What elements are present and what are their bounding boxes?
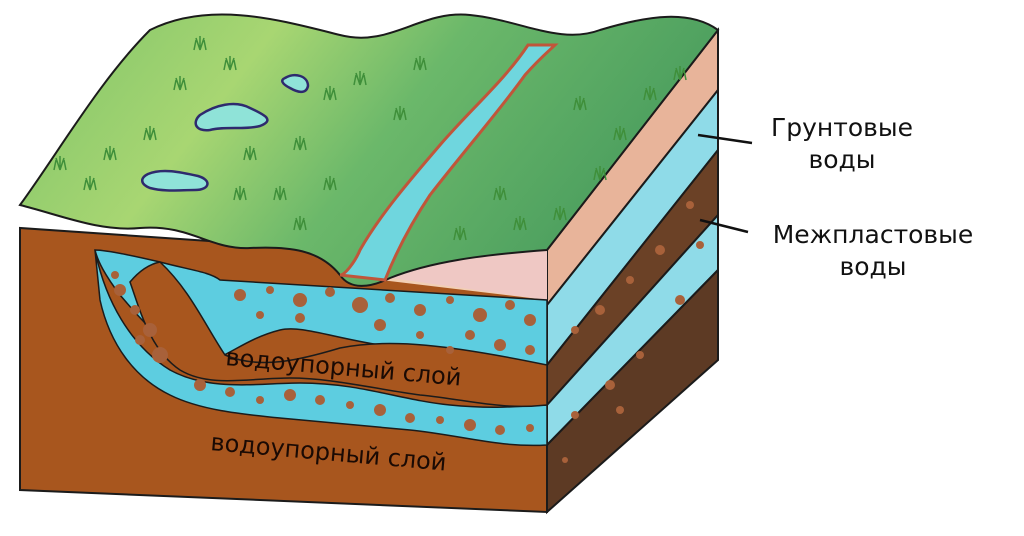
grass-tuft [593, 166, 607, 181]
pebbles [111, 201, 704, 463]
grass-tuft [293, 136, 307, 151]
pebble [385, 293, 395, 303]
pebble [130, 305, 140, 315]
grass-tuft [353, 71, 367, 86]
grass-tuft [553, 206, 567, 221]
pebble [293, 293, 307, 307]
grass-tuft [223, 56, 237, 71]
pebble [465, 330, 475, 340]
pebble [526, 424, 534, 432]
grass-tuft [673, 66, 687, 81]
pebble [111, 271, 119, 279]
pebble [374, 404, 386, 416]
pebble [256, 311, 264, 319]
interstratal-label: Межпластовые воды [748, 219, 998, 283]
grass-tuft [53, 156, 67, 171]
front-aquitard-upper [129, 261, 548, 408]
pebble [234, 289, 246, 301]
pond-1 [281, 74, 310, 94]
pebble [636, 351, 644, 359]
block-top-surface [18, 13, 720, 287]
pebble [414, 304, 426, 316]
pebble [374, 319, 386, 331]
grass-tuft [293, 216, 307, 231]
interstratal-pointer [699, 218, 749, 234]
pond-2 [194, 102, 269, 132]
grass-tuft [193, 36, 207, 51]
pebble [524, 314, 536, 326]
interstratal-label-line2: воды [839, 252, 907, 281]
grass-tuft [573, 96, 587, 111]
pebble [446, 346, 454, 354]
pebble [225, 387, 235, 397]
pebble [114, 284, 126, 296]
pebble [616, 406, 624, 414]
grass-tuft [173, 76, 187, 91]
groundwater-label-line1: Грунтовые [771, 113, 913, 142]
grass-tuft [143, 126, 157, 141]
grass-tuft [513, 216, 527, 231]
pebble [675, 295, 685, 305]
pebble [571, 326, 579, 334]
block-front-face [19, 205, 548, 514]
groundwater-label-line2: воды [808, 145, 876, 174]
pebble [315, 395, 325, 405]
grass-surface [18, 13, 720, 287]
pebble [152, 347, 168, 363]
pebble [505, 300, 515, 310]
grass-tuft [493, 186, 507, 201]
pebble [405, 413, 415, 423]
pebble [436, 416, 444, 424]
pebble [495, 425, 505, 435]
grass-tuft [323, 176, 337, 191]
grass-tuft [643, 86, 657, 101]
grass-tuft [323, 86, 337, 101]
pebble [626, 276, 634, 284]
pebble [194, 379, 206, 391]
grass-tuft [273, 186, 287, 201]
pebble [525, 345, 535, 355]
pebble [143, 323, 157, 337]
grass-tuft [453, 226, 467, 241]
grass-tuft [233, 186, 247, 201]
pebble [325, 287, 335, 297]
groundwater-pointer [697, 133, 753, 145]
pebble [352, 297, 368, 313]
grass-tuft [413, 56, 427, 71]
pebble [416, 331, 424, 339]
pebble [464, 419, 476, 431]
pebble [284, 389, 296, 401]
interstratal-label-line1: Межпластовые [772, 220, 974, 249]
pebble [494, 339, 506, 351]
pebble [256, 396, 264, 404]
pebble [473, 308, 487, 322]
grass-tufts [53, 36, 687, 241]
pebble [655, 245, 665, 255]
pebble [446, 296, 454, 304]
river [339, 43, 559, 282]
pebble [562, 457, 568, 463]
grass-tuft [103, 146, 117, 161]
pebble [605, 380, 615, 390]
pebble [295, 313, 305, 323]
pond-3 [141, 169, 209, 192]
grass-tuft [83, 176, 97, 191]
pebble [346, 401, 354, 409]
pebble [696, 241, 704, 249]
front-sand-right [390, 250, 547, 300]
pebble [595, 305, 605, 315]
pebble [686, 201, 694, 209]
pebble [571, 411, 579, 419]
grass-tuft [393, 106, 407, 121]
pebble [135, 335, 145, 345]
grass-tuft [243, 146, 257, 161]
groundwater-label: Грунтовые воды [752, 112, 932, 176]
grass-tuft [613, 126, 627, 141]
pebble [266, 286, 274, 294]
